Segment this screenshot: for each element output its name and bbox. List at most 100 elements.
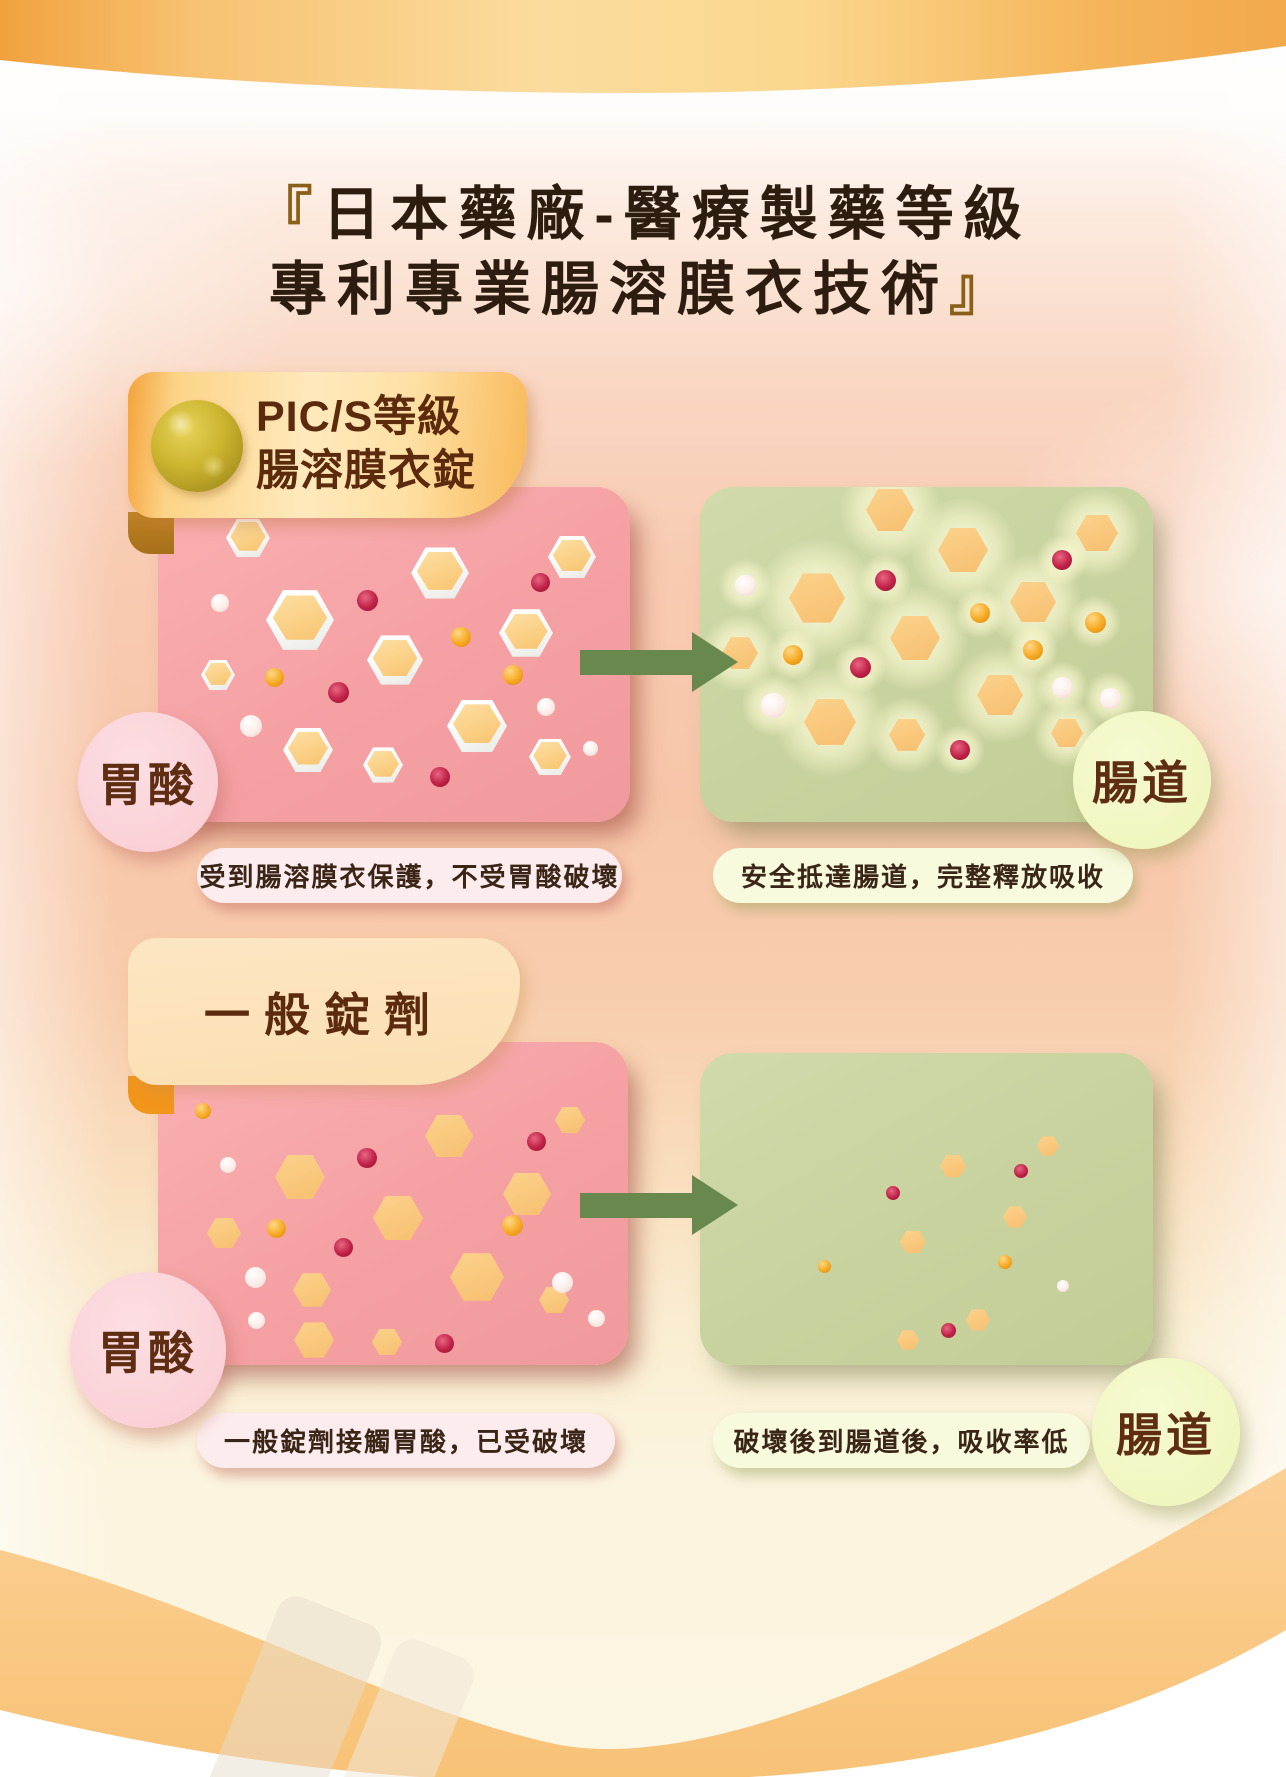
white-sphere-particle	[551, 1271, 573, 1293]
hexagon-core	[453, 704, 501, 744]
hexagon-core	[504, 613, 548, 649]
coated-hexagon-particle	[363, 747, 403, 783]
hexagon-core	[372, 639, 418, 677]
coated-hexagon-particle	[411, 547, 469, 599]
orange-sphere-particle	[783, 645, 803, 665]
stomach-caption-2: 一般錠劑接觸胃酸，已受破壞	[197, 1413, 615, 1468]
coated-hexagon-particle	[226, 518, 270, 558]
hexagon-particle	[275, 1155, 325, 1199]
white-sphere-particle	[211, 594, 229, 612]
arrow-right-icon	[580, 632, 738, 692]
white-sphere-particle	[244, 1266, 266, 1288]
white-sphere-particle	[247, 1311, 265, 1329]
white-sphere-particle	[760, 692, 786, 718]
coated-hexagon-particle	[529, 738, 571, 776]
intestine-badge-1: 腸道	[1073, 711, 1211, 849]
hexagon-core	[367, 750, 399, 777]
white-sphere-particle	[537, 698, 555, 716]
hexagon-particle	[555, 1106, 585, 1134]
intestine-caption-1: 安全抵達腸道，完整釋放吸收	[713, 848, 1133, 903]
top-wave-band	[0, 0, 1286, 94]
stomach-acid-panel-2	[158, 1042, 628, 1365]
hexagon-core	[533, 741, 567, 770]
hexagon-particle	[940, 1154, 966, 1178]
red-cell-particle	[874, 569, 896, 591]
hexagon-particle	[293, 1273, 331, 1307]
intestine-panel-2	[700, 1053, 1153, 1365]
coated-hexagon-particle	[283, 728, 333, 772]
hexagon-particle	[1037, 1136, 1059, 1156]
ribbon-fold	[128, 512, 174, 554]
bottom-wave-band	[0, 1468, 1286, 1777]
white-sphere-particle	[734, 574, 756, 596]
red-cell-particle	[526, 1131, 546, 1151]
hexagon-core	[272, 595, 328, 640]
red-cell-particle	[1052, 550, 1072, 570]
orange-sphere-particle	[998, 1255, 1012, 1269]
arrow-right-icon	[580, 1175, 738, 1235]
hexagon-core	[416, 552, 464, 590]
white-sphere-particle	[582, 740, 598, 756]
red-cell-particle	[530, 572, 550, 592]
coated-hexagon-particle	[201, 660, 235, 690]
hexagon-particle	[897, 1330, 919, 1350]
title-bracket-close: 』	[949, 257, 1018, 323]
coated-hexagon-particle	[499, 609, 553, 657]
title-line-2: 專利專業腸溶膜衣技術』	[268, 257, 1018, 323]
section2-label: 一般錠劑	[128, 938, 520, 1085]
red-cell-particle	[434, 1333, 454, 1353]
hexagon-particle	[294, 1322, 334, 1358]
white-sphere-particle	[587, 1309, 605, 1327]
white-sphere-particle	[1099, 687, 1121, 709]
title-bracket-open: 『	[254, 181, 323, 247]
hexagon-particle	[900, 1230, 926, 1254]
hexagon-particle	[425, 1114, 473, 1158]
coated-hexagon-particle	[367, 635, 423, 685]
hexagon-core	[230, 522, 266, 551]
coated-hexagon-particle	[548, 535, 596, 579]
red-cell-particle	[356, 589, 378, 611]
orange-sphere-particle	[970, 603, 990, 623]
page-title: 『日本藥廠-醫療製藥等級 專利專業腸溶膜衣技術』	[0, 177, 1286, 328]
stomach-badge-2: 胃酸	[70, 1272, 226, 1428]
section1-label-text: PIC/S等級 腸溶膜衣錠	[256, 393, 476, 496]
hexagon-core	[204, 662, 232, 685]
hexagon-particle	[373, 1196, 423, 1240]
white-sphere-particle	[220, 1157, 236, 1173]
white-sphere-particle	[1051, 676, 1073, 698]
coated-hexagon-particle	[266, 590, 334, 650]
stomach-acid-panel-1	[158, 487, 630, 822]
orange-sphere-particle	[1084, 611, 1106, 633]
orange-sphere-particle	[501, 1214, 523, 1236]
white-sphere-particle	[240, 715, 262, 737]
tablet-icon	[151, 400, 243, 492]
red-cell-particle	[886, 1186, 900, 1200]
hexagon-particle	[372, 1328, 402, 1356]
red-cell-particle	[950, 740, 970, 760]
red-cell-particle	[940, 1322, 956, 1338]
orange-sphere-particle	[817, 1259, 831, 1273]
red-cell-particle	[849, 656, 871, 678]
title-line-1: 『日本藥廠-醫療製藥等級	[254, 181, 1032, 247]
section1-label-ribbon: PIC/S等級 腸溶膜衣錠	[128, 372, 527, 518]
orange-sphere-particle	[264, 667, 284, 687]
red-cell-particle	[1014, 1164, 1028, 1178]
intestine-caption-2: 破壞後到腸道後，吸收率低	[713, 1413, 1090, 1468]
hexagon-particle	[207, 1218, 241, 1248]
hexagon-core	[288, 731, 328, 765]
orange-sphere-particle	[266, 1218, 286, 1238]
hexagon-core	[552, 539, 592, 571]
white-sphere-particle	[1057, 1280, 1069, 1292]
hexagon-particle	[1003, 1206, 1027, 1228]
hexagon-particle	[450, 1253, 504, 1301]
orange-sphere-particle	[195, 1103, 211, 1119]
coated-hexagon-particle	[447, 699, 507, 753]
hexagon-particle	[966, 1309, 990, 1331]
red-cell-particle	[430, 767, 450, 787]
orange-sphere-particle	[503, 665, 523, 685]
stomach-badge-1: 胃酸	[78, 712, 218, 852]
stomach-caption-1: 受到腸溶膜衣保護，不受胃酸破壞	[197, 848, 622, 903]
hexagon-particle	[503, 1172, 551, 1216]
red-cell-particle	[333, 1237, 353, 1257]
